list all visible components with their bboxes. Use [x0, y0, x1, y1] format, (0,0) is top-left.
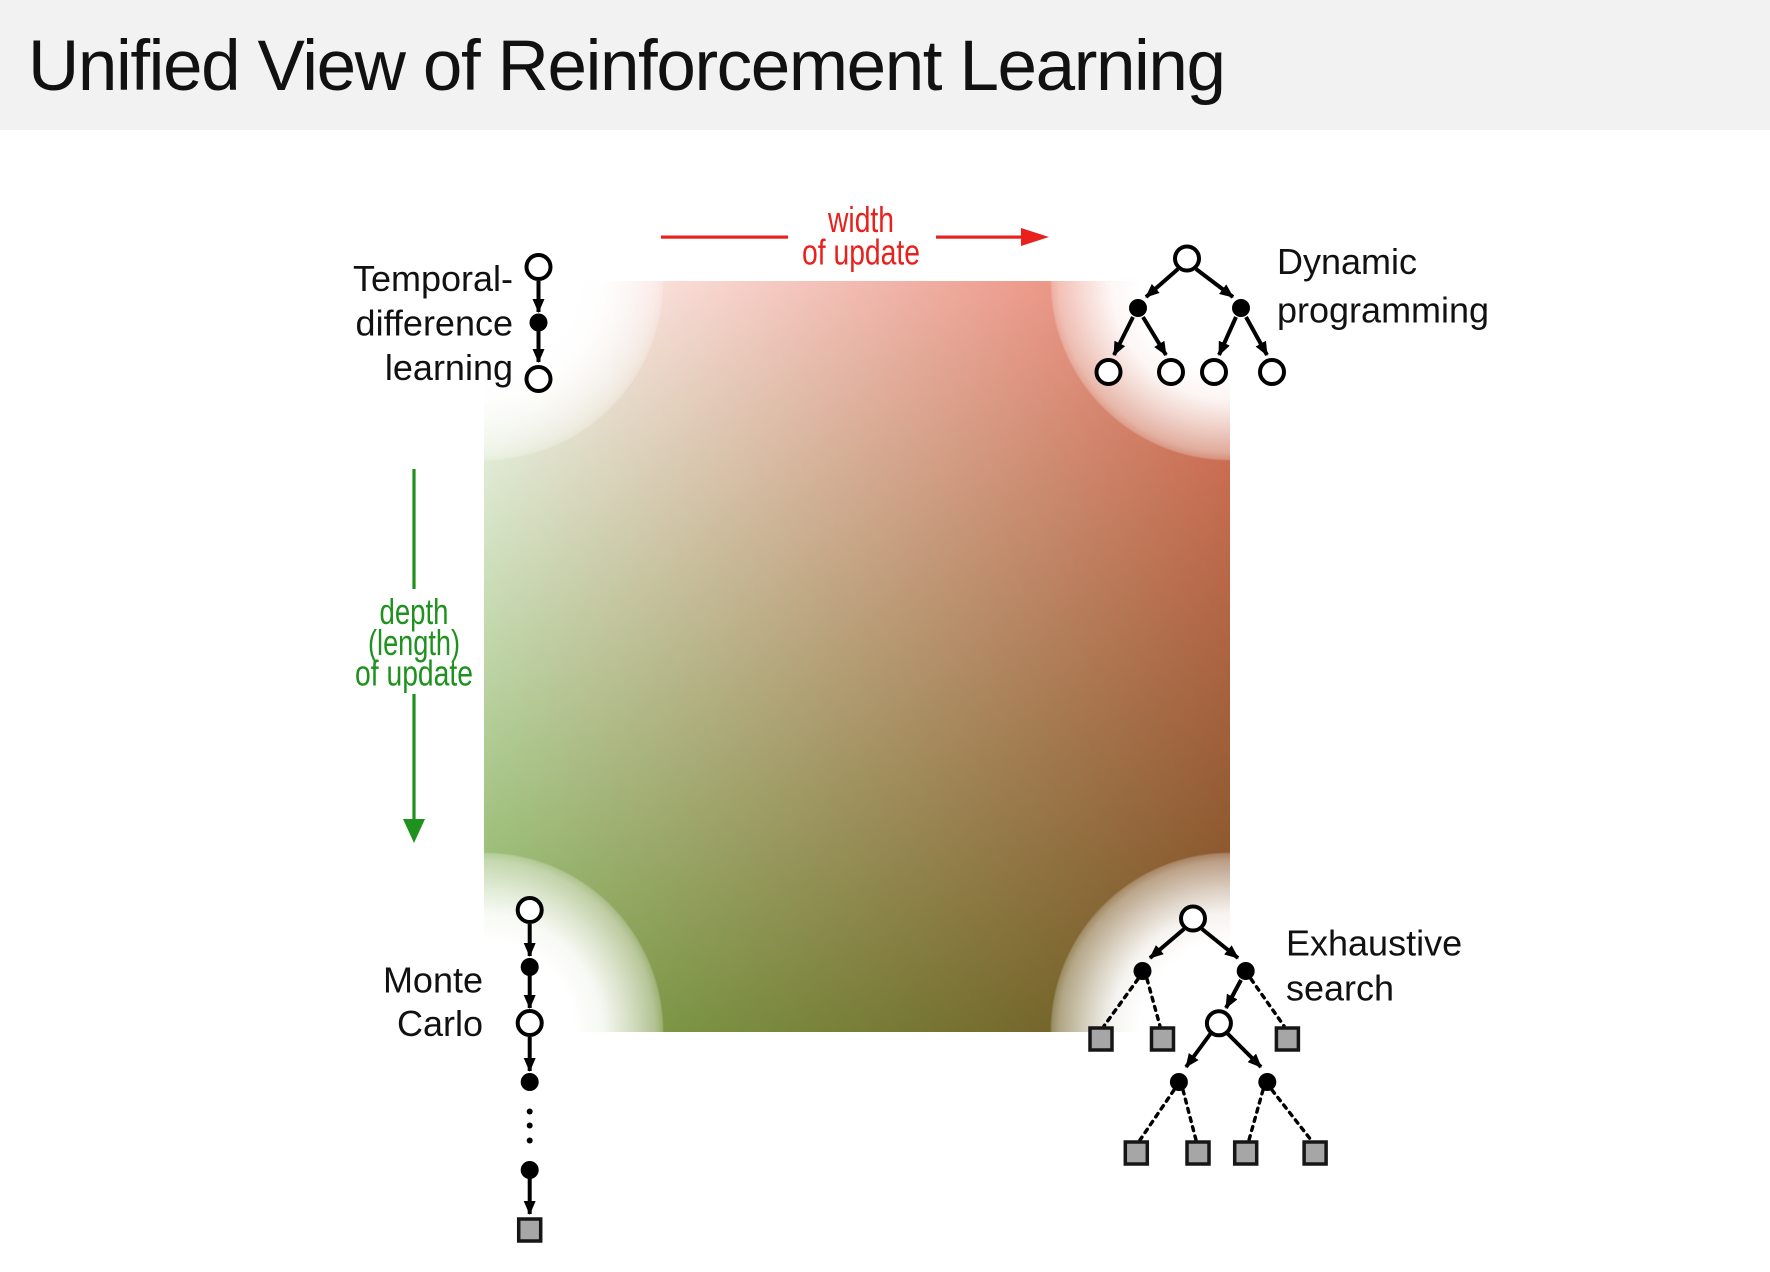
svg-text:of update: of update: [802, 232, 920, 273]
svg-text:Monte: Monte: [383, 960, 483, 1001]
svg-text:Carlo: Carlo: [397, 1003, 483, 1044]
svg-text:learning: learning: [385, 347, 513, 388]
svg-text:width: width: [827, 199, 894, 240]
svg-text:search: search: [1286, 968, 1394, 1009]
svg-text:of update: of update: [355, 653, 473, 694]
svg-text:difference: difference: [356, 303, 513, 344]
svg-text:Dynamic: Dynamic: [1277, 241, 1417, 282]
svg-text:(length): (length): [368, 622, 460, 663]
svg-text:depth: depth: [380, 591, 449, 632]
svg-text:Exhaustive: Exhaustive: [1286, 923, 1462, 964]
svg-text:programming: programming: [1277, 290, 1489, 331]
svg-text:Temporal-: Temporal-: [353, 258, 513, 299]
